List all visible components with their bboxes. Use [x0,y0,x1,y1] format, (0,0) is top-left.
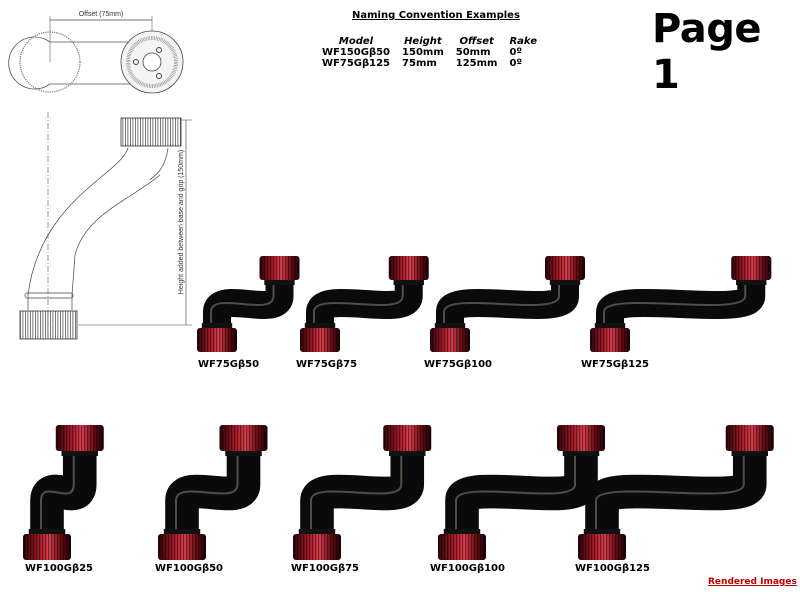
pipe-highlight [595,449,745,536]
knob-collar [594,323,626,328]
knob-ridges [293,534,341,560]
pipe-body [306,278,423,330]
knob-collar [298,529,336,534]
header-height: Height [404,36,442,47]
knob-collar [393,280,424,285]
pipe-body [300,449,425,536]
knob-ridges [557,425,605,451]
knob-collar [225,451,262,456]
product-render [158,425,268,560]
pipe-highlight [210,278,275,330]
naming-convention-title: Naming Convention Examples [352,10,520,21]
knob-ridges [383,425,432,451]
product-label: WF75Gβ100 [424,359,493,370]
product-render [300,256,429,352]
product-render [438,425,605,560]
knob-ridges [545,256,585,280]
product-label: WF100Gβ50 [155,563,224,574]
knob-collar [736,280,767,285]
knob-collar [163,529,201,534]
knob-collar [434,323,466,328]
knob-collar [28,529,66,534]
knob-collar [583,529,621,534]
knob-ridges [55,425,104,451]
pipe-body [445,449,598,536]
product-render [293,425,432,560]
pipe-highlight [455,449,576,536]
product-render [23,425,104,560]
pipe-body [436,278,579,330]
product-label: WF100Gβ125 [575,563,650,574]
knob-collar [304,323,336,328]
pipe-highlight [313,278,404,330]
product-render [590,256,772,352]
cell-rake: 0º [509,58,523,69]
knob-collar [264,280,295,285]
cell-height: 150mm [402,47,444,58]
cell-model: WF75Gβ125 [322,58,391,69]
cell-model: WF150Gβ50 [322,47,391,58]
knob-ridges [438,534,486,560]
knob-collar [201,323,233,328]
pipe-highlight [310,449,403,536]
knob-collar [562,451,600,456]
pipe-body [596,278,766,330]
product-label: WF75Gβ125 [581,359,650,370]
knob-ridges [300,328,340,352]
pipe-body [203,278,294,330]
knob-ridges [731,256,772,280]
product-label: WF100Gβ100 [430,563,505,574]
product-label: WF75Gβ50 [198,359,260,370]
knob-ridges [219,425,268,451]
table-header-row: Model Height Offset Rake [316,36,543,47]
header-rake: Rake [509,36,537,47]
knob-ridges [158,534,206,560]
product-render [578,425,774,560]
table-row: WF75Gβ125 75mm 125mm 0º [316,58,543,69]
cell-offset: 125mm [455,58,498,69]
product-label: WF75Gβ75 [296,359,358,370]
knob-ridges [590,328,630,352]
cell-offset: 50mm [455,47,491,58]
knob-collar [731,451,768,456]
knob-ridges [23,534,71,560]
cell-height: 75mm [402,58,437,69]
table-row: WF150Gβ50 150mm 50mm 0º [316,47,543,58]
knob-collar [443,529,481,534]
knob-collar [549,280,581,285]
page-title: Page 1 [652,6,762,98]
product-label: WF100Gβ25 [25,563,94,574]
knob-ridges [388,256,429,280]
knob-ridges [725,425,774,451]
pipe-body [165,449,261,536]
product-render [430,256,585,352]
product-label: WF100Gβ75 [291,563,360,574]
pipe-highlight [175,449,239,536]
knob-ridges [259,256,300,280]
pipe-highlight [603,278,747,330]
knob-collar [389,451,426,456]
technical-drawing [8,16,192,340]
offset-dimension-label: Offset (75mm) [79,11,124,18]
pipe-highlight [443,278,560,330]
product-render [197,256,300,352]
knob-ridges [197,328,237,352]
pipe-highlight [40,449,75,536]
knob-collar [61,451,98,456]
rendered-images-link[interactable]: Rendered Images [708,577,797,587]
naming-convention-table: Model Height Offset Rake WF150Gβ50 150mm… [316,36,543,69]
pipe-body [30,449,97,536]
cell-rake: 0º [509,47,523,58]
pipe-body [585,449,767,536]
knob-ridges [430,328,470,352]
header-model: Model [338,36,374,47]
height-dimension-label: Height added between base and grip (150m… [178,150,185,294]
knob-ridges [578,534,626,560]
header-offset: Offset [459,36,494,47]
